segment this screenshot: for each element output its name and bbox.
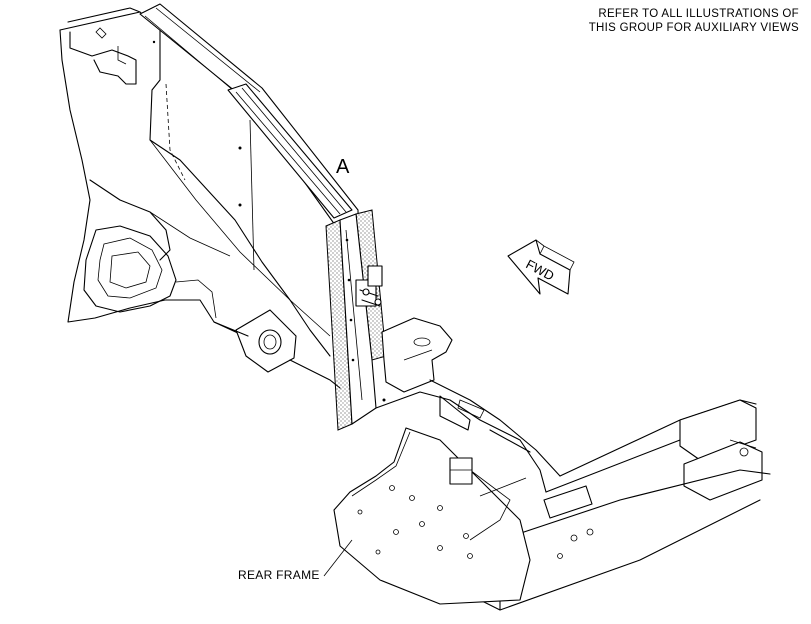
weatherstrip-seal	[325, 209, 387, 431]
hinge-pivot	[213, 309, 341, 389]
floor-plate	[333, 427, 531, 605]
rear-frame-rails	[375, 379, 771, 611]
mounting-bracket	[381, 317, 453, 393]
cab-fender-shell	[59, 7, 331, 357]
note-line-2: THIS GROUP FOR AUXILIARY VIEWS	[588, 22, 799, 34]
fwd-arrow	[507, 239, 575, 295]
rear-frame-label: REAR FRAME	[238, 568, 320, 582]
note-line-1: REFER TO ALL ILLUSTRATIONS OF	[598, 8, 799, 20]
door-latch	[355, 265, 383, 307]
door-pillar-strip	[227, 83, 353, 219]
rear-frame-leader	[323, 539, 353, 577]
callout-a: A	[336, 156, 350, 178]
